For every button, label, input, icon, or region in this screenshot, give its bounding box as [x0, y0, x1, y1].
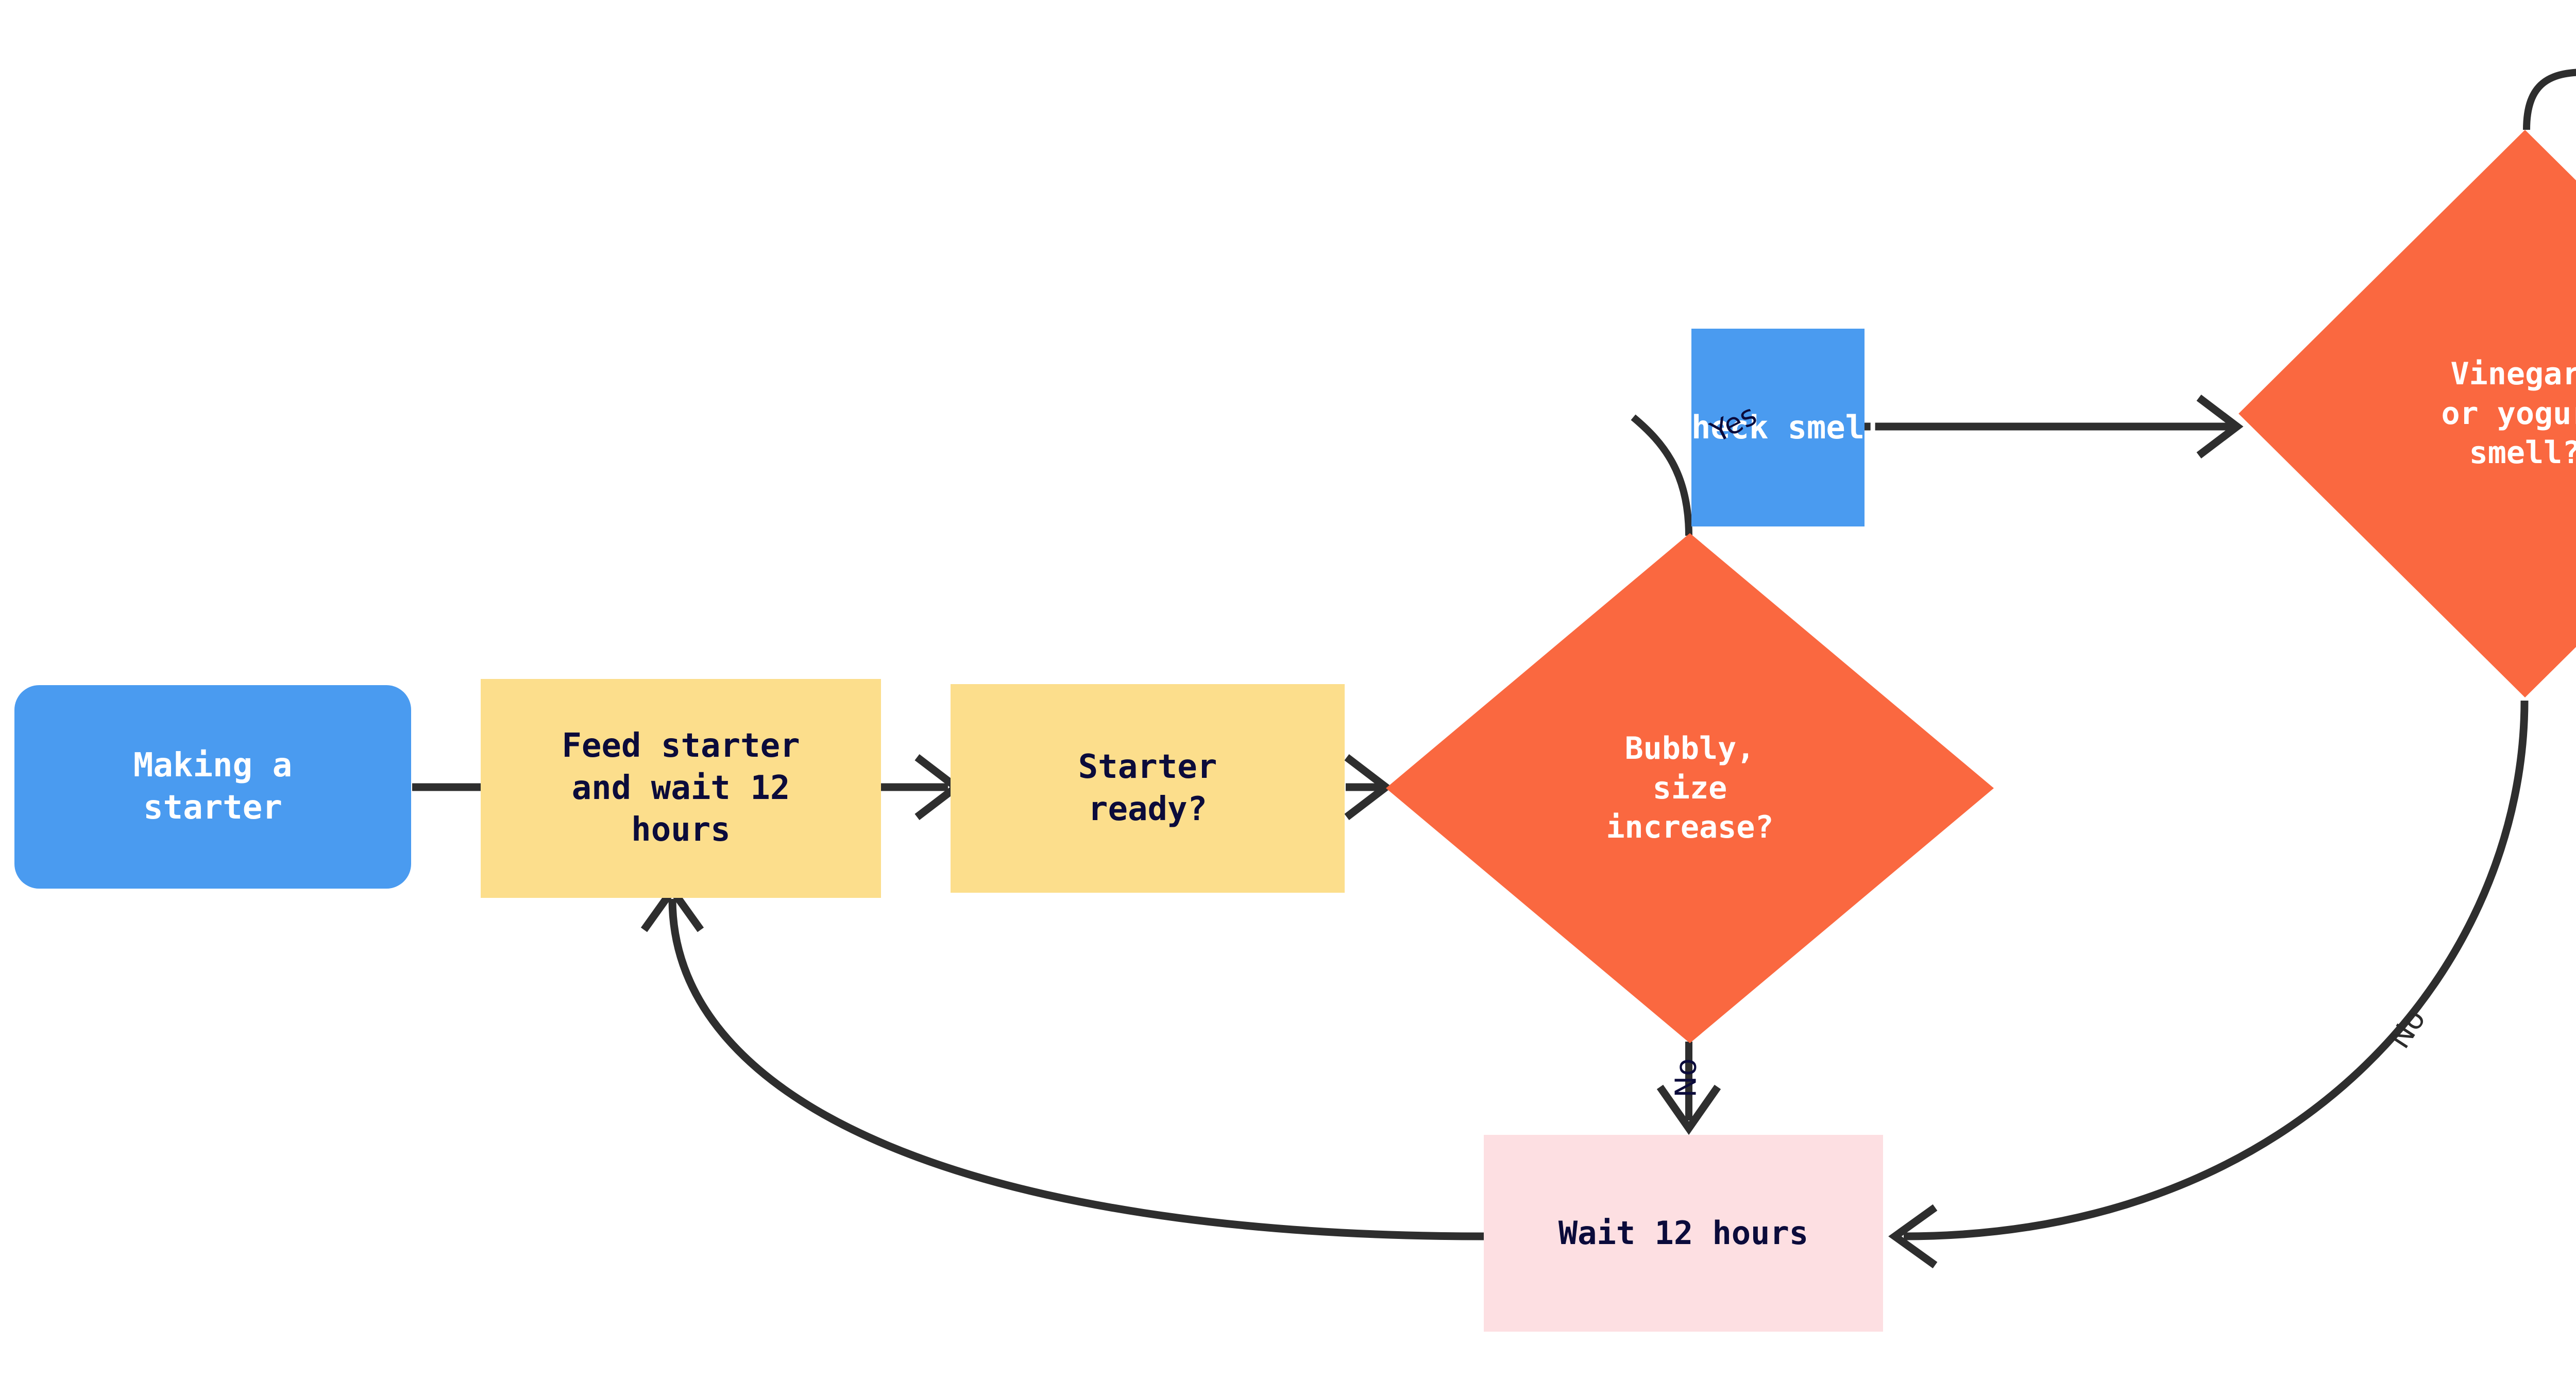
- node-starter-ready[interactable]: Starter ready?: [951, 684, 1345, 893]
- node-making-a-starter[interactable]: Making a starter: [14, 685, 411, 889]
- node-label-check-smell: Check smell: [1672, 409, 1884, 447]
- node-bubbly-size-increase[interactable]: Bubbly, size increase?: [1386, 533, 1994, 1043]
- node-label-bubbly-size-increase: Bubbly, size increase?: [1606, 730, 1774, 846]
- node-wait-12-hours[interactable]: Wait 12 hours: [1484, 1135, 1883, 1332]
- edge-vinegary-no-to-wait: [1903, 700, 2529, 1240]
- edge-label-vinegary-no: No: [2383, 1003, 2433, 1055]
- arrowhead-vinegary-no: [1888, 1204, 1938, 1269]
- node-feed-starter[interactable]: Feed starter and wait 12 hours: [481, 679, 881, 898]
- edge-wait-to-feed: [668, 898, 1484, 1240]
- edge-label-bubbly-no: No: [1669, 1058, 1703, 1098]
- node-label-feed-starter: Feed starter and wait 12 hours: [562, 726, 800, 849]
- node-check-smell[interactable]: Check smell: [1672, 329, 1884, 526]
- node-label-wait-12-hours: Wait 12 hours: [1558, 1214, 1809, 1252]
- node-label-vinegary-or-yogurt-smell: Vinegary or yogurt smell?: [2441, 355, 2576, 471]
- arrowhead-check-smell-to-vinegary: [2196, 395, 2244, 458]
- edge-vinegary-yes-to-first-dough: [2523, 69, 2576, 130]
- node-label-making-a-starter: Making a starter: [133, 746, 293, 827]
- node-label-starter-ready: Starter ready?: [1078, 747, 1217, 828]
- node-vinegary-or-yogurt-smell[interactable]: Vinegary or yogurt smell?: [2239, 130, 2576, 697]
- arrowhead-ready-to-bubbly: [1344, 754, 1393, 820]
